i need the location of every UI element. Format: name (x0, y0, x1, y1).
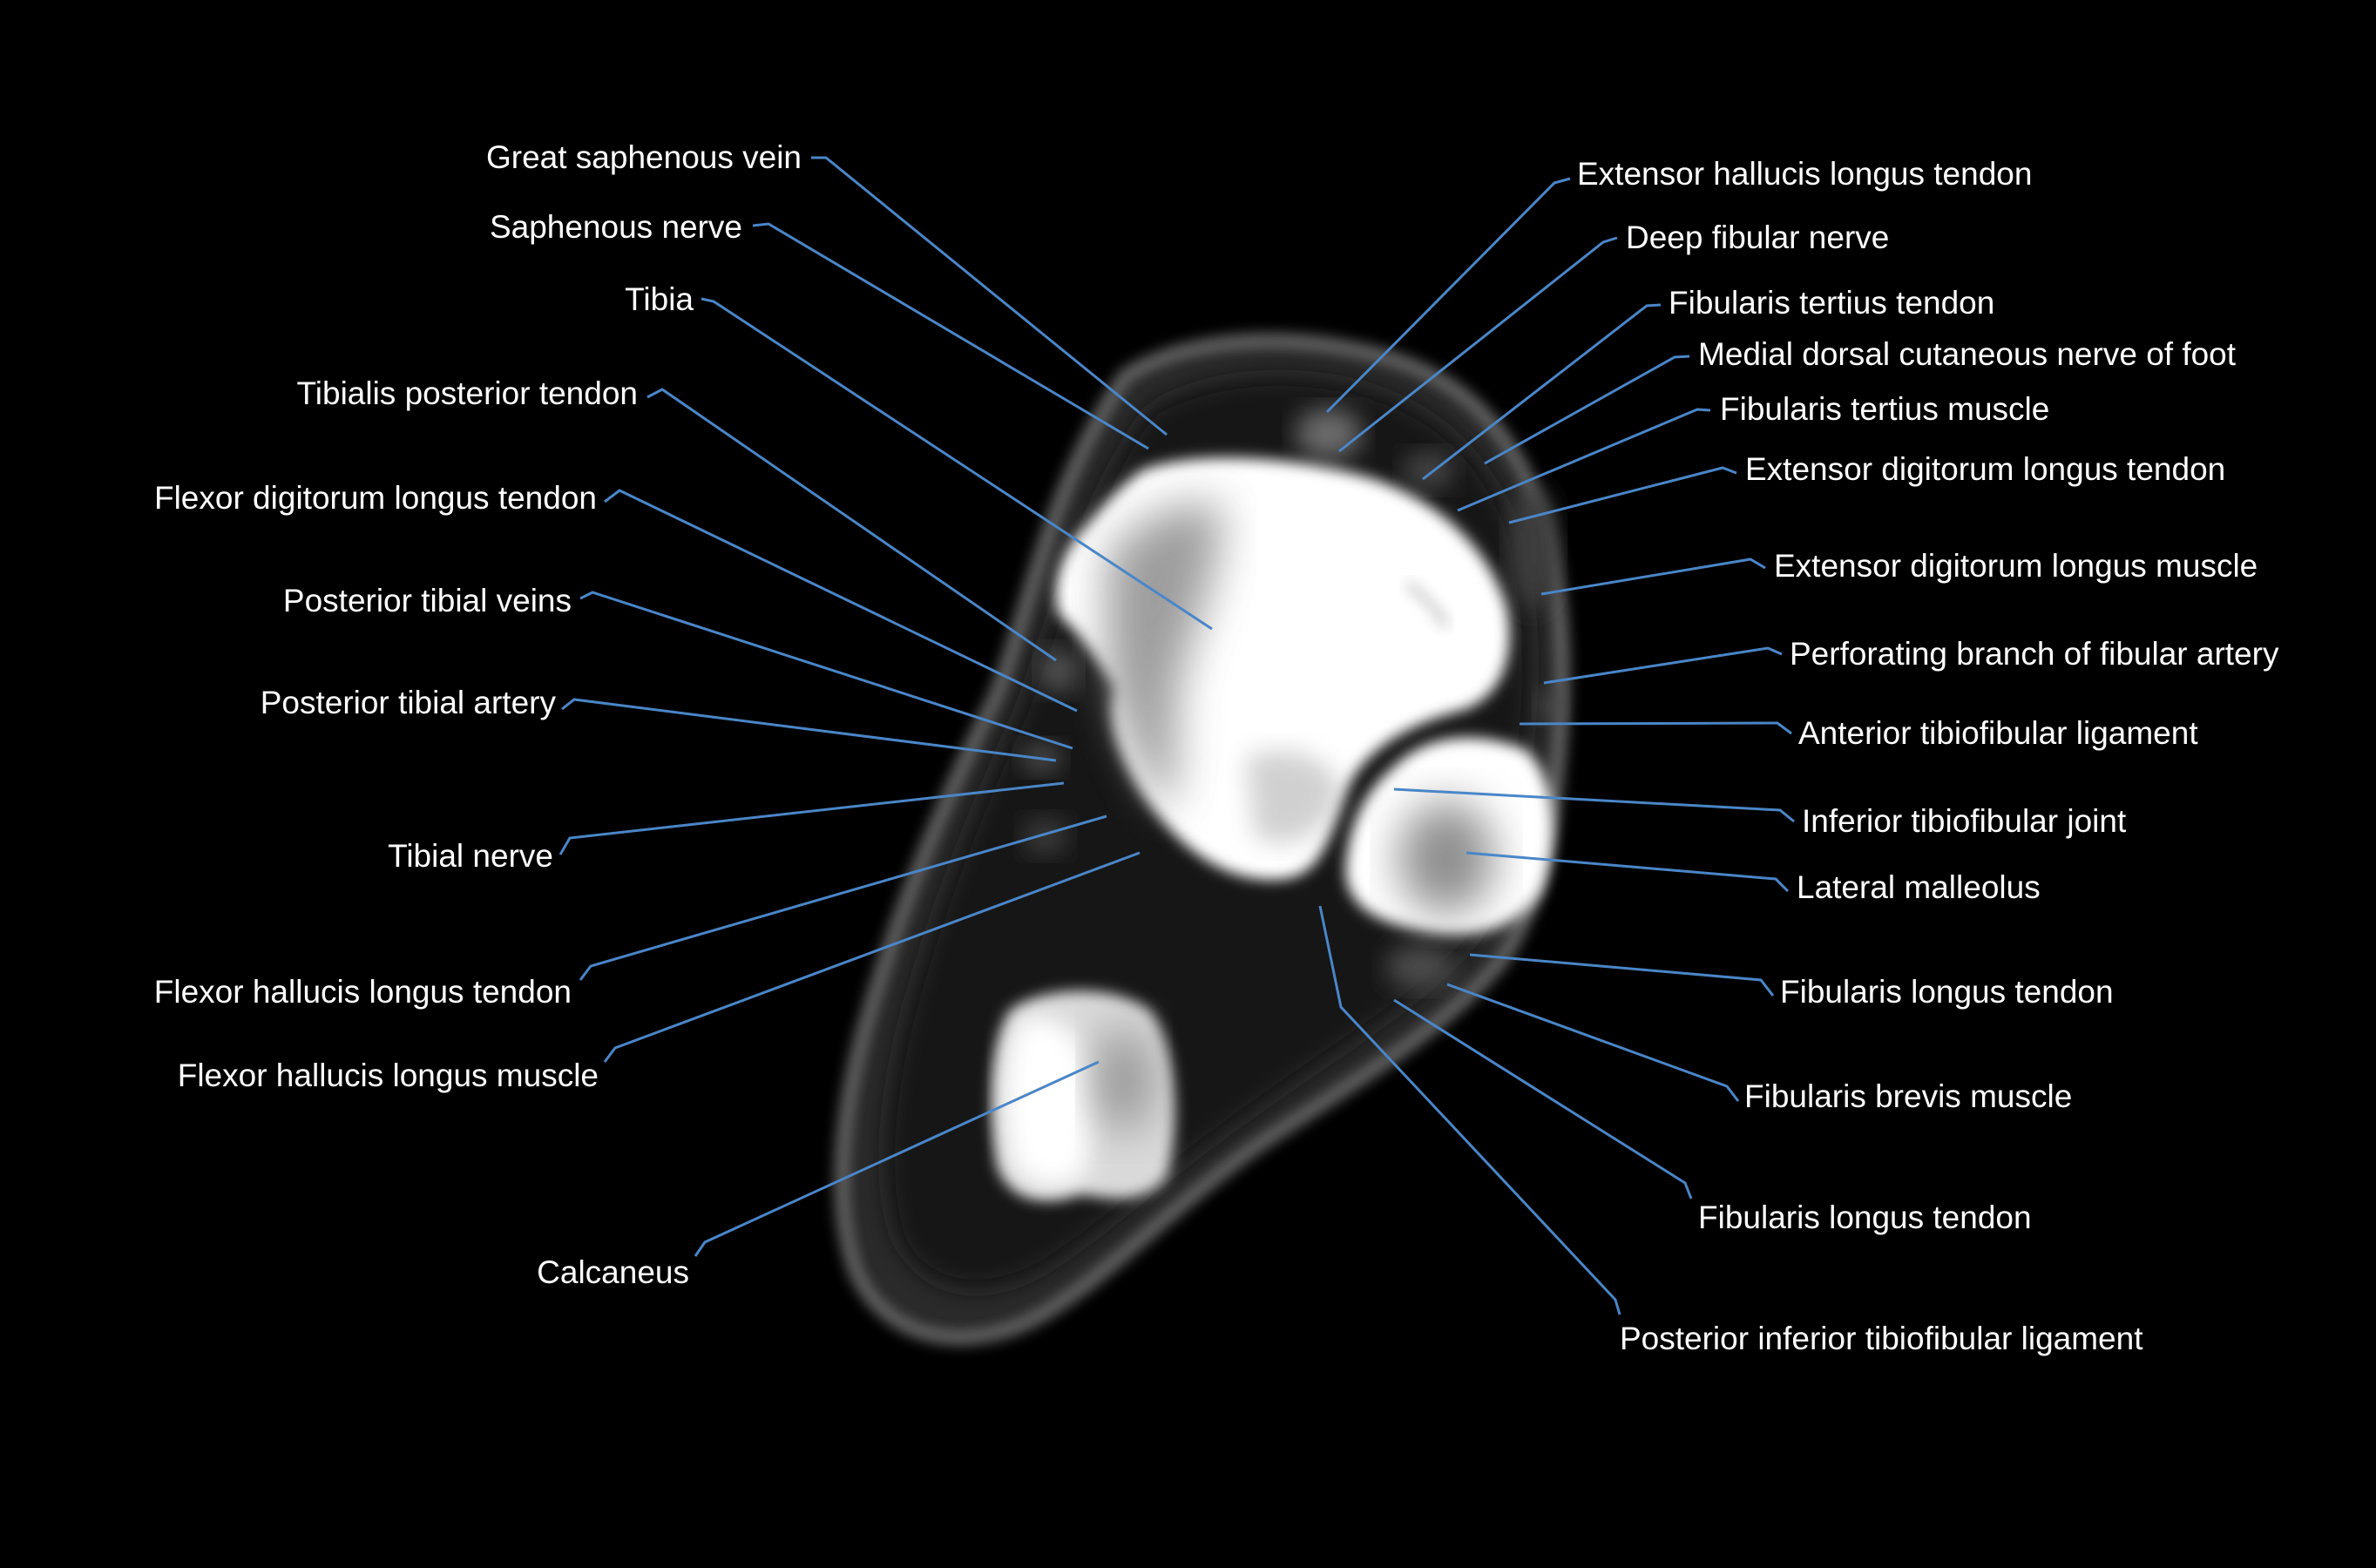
lateral-malleolus-bone (1345, 737, 1553, 935)
label-flexor-hallucis-longus-tendon: Flexor hallucis longus tendon (153, 974, 572, 1010)
leader-line-deep-fibular-nerve (1338, 236, 1618, 453)
label-posterior-tibial-artery: Posterior tibial artery (260, 685, 556, 720)
leader-line-calcaneus (694, 1060, 1100, 1257)
leader-line-flexor-hallucis-longus-tendon (579, 814, 1107, 981)
label-medial-dorsal-cutaneous-nerve: Medial dorsal cutaneous nerve of foot (1698, 336, 2237, 372)
leader-line-posterior-tibial-veins (579, 591, 1073, 750)
leader-line-fibularis-brevis-muscle (1446, 983, 1740, 1102)
leader-line-great-saphenous-vein (811, 156, 1168, 436)
label-extensor-digitorum-longus-tendon: Extensor digitorum longus tendon (1745, 451, 2226, 487)
leader-line-tibial-nerve (558, 781, 1065, 855)
leader-line-extensor-hallucis-longus-tendon (1325, 177, 1571, 414)
label-flexor-hallucis-longus-muscle: Flexor hallucis longus muscle (177, 1058, 599, 1093)
leader-line-flexor-digitorum-longus-tendon (604, 489, 1078, 713)
label-tibialis-posterior-tendon: Tibialis posterior tendon (296, 375, 638, 411)
label-calcaneus: Calcaneus (537, 1254, 689, 1290)
leader-line-anterior-tibiofibular-ligament (1519, 721, 1792, 735)
label-extensor-hallucis-longus-tendon: Extensor hallucis longus tendon (1577, 156, 2033, 192)
calcaneus-bone (992, 990, 1175, 1200)
label-lateral-malleolus: Lateral malleolus (1797, 869, 2041, 905)
leader-line-fibularis-tertius-muscle (1457, 408, 1711, 512)
leader-line-extensor-digitorum-longus-tendon (1508, 466, 1737, 524)
leader-line-fibularis-longus-tendon-1 (1469, 953, 1775, 997)
label-fibularis-tertius-muscle: Fibularis tertius muscle (1720, 391, 2050, 427)
label-flexor-digitorum-longus-tendon: Flexor digitorum longus tendon (153, 480, 597, 516)
label-tibia: Tibia (625, 281, 694, 317)
label-inferior-tibiofibular-joint: Inferior tibiofibular joint (1802, 803, 2127, 839)
label-fibularis-longus-tendon-2: Fibularis longus tendon (1698, 1200, 2032, 1235)
label-fibularis-longus-tendon-1: Fibularis longus tendon (1780, 974, 2114, 1010)
leader-line-tibia (701, 297, 1213, 631)
leader-line-fibularis-longus-tendon-2 (1393, 998, 1693, 1200)
label-great-saphenous-vein: Great saphenous vein (485, 139, 802, 175)
label-extensor-digitorum-longus-muscle: Extensor digitorum longus muscle (1774, 548, 2258, 584)
leader-line-perforating-branch-fibular-artery (1543, 646, 1783, 685)
leader-line-extensor-digitorum-longus-muscle (1540, 558, 1766, 596)
leader-line-inferior-tibiofibular-joint (1393, 787, 1795, 823)
label-deep-fibular-nerve: Deep fibular nerve (1626, 220, 1890, 255)
label-anterior-tibiofibular-ligament: Anterior tibiofibular ligament (1798, 715, 2198, 751)
leader-line-flexor-hallucis-longus-muscle (603, 851, 1141, 1063)
leader-line-tibialis-posterior-tendon (646, 388, 1057, 662)
leader-line-posterior-tibial-artery (561, 698, 1057, 762)
label-fibularis-tertius-tendon: Fibularis tertius tendon (1669, 285, 1995, 321)
leader-line-lateral-malleolus (1466, 851, 1790, 893)
label-posterior-tibial-veins: Posterior tibial veins (282, 583, 572, 618)
leader-line-fibularis-tertius-tendon (1422, 303, 1662, 481)
tibia-bone (1055, 457, 1510, 880)
leader-line-medial-dorsal-cutaneous-nerve (1484, 355, 1690, 465)
label-fibularis-brevis-muscle: Fibularis brevis muscle (1744, 1078, 2073, 1114)
label-perforating-branch-fibular-artery: Perforating branch of fibular artery (1790, 636, 2279, 672)
leader-lines (558, 156, 1795, 1315)
label-saphenous-nerve: Saphenous nerve (489, 209, 742, 245)
label-posterior-inferior-tibiofibular-ligament: Posterior inferior tibiofibular ligament (1620, 1321, 2143, 1356)
leader-line-saphenous-nerve (752, 222, 1149, 450)
leader-line-posterior-inferior-tibiofibular-ligament (1318, 905, 1621, 1315)
label-tibial-nerve: Tibial nerve (388, 838, 553, 874)
